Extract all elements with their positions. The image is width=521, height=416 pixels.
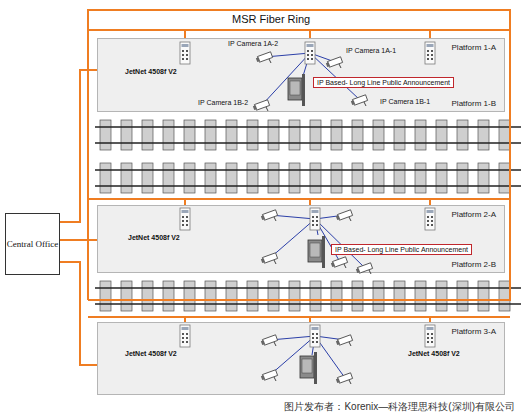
- sleeper: [436, 281, 447, 311]
- sleeper: [289, 281, 300, 311]
- sleeper: [415, 163, 426, 193]
- platform-band: Platform 1-A Platform 1-B IP Based- Long L…: [97, 38, 505, 112]
- sleeper: [268, 163, 279, 193]
- sleeper: [163, 281, 174, 311]
- camera-label: IP Camera 1A-2: [228, 40, 278, 47]
- railway-tracks: [95, 120, 521, 311]
- switch-label: JetNet 4508f V2: [408, 350, 460, 357]
- sleeper: [184, 120, 195, 150]
- sleeper: [226, 281, 237, 311]
- sleeper: [436, 163, 447, 193]
- sleeper: [205, 120, 216, 150]
- sleeper: [268, 120, 279, 150]
- sleeper: [289, 163, 300, 193]
- switch-label: JetNet 4508f V2: [125, 350, 177, 357]
- sleeper: [415, 120, 426, 150]
- camera-label: IP Camera 1B-1: [380, 98, 430, 105]
- sleeper: [247, 120, 258, 150]
- sleeper: [394, 120, 405, 150]
- central-office-box: Central Office: [5, 213, 60, 275]
- sleeper: [457, 281, 468, 311]
- sleeper: [289, 120, 300, 150]
- pa-speakers: [288, 74, 325, 384]
- sleeper: [268, 281, 279, 311]
- sleeper: [499, 120, 510, 150]
- sleeper: [310, 120, 321, 150]
- sleeper: [478, 120, 489, 150]
- rail: [95, 185, 521, 187]
- sleeper: [310, 281, 321, 311]
- sleeper: [331, 120, 342, 150]
- sleeper: [457, 163, 468, 193]
- ethernet-switches: [180, 42, 435, 347]
- sleeper: [478, 163, 489, 193]
- camera-label: IP Camera 1A-1: [346, 47, 396, 54]
- fiber-link: [60, 70, 97, 222]
- sleeper: [436, 120, 447, 150]
- sleeper: [100, 163, 111, 193]
- watermark: 图片发布者：Korenix—科洛理思科技(深圳)有限公司: [284, 400, 515, 414]
- sleeper: [163, 163, 174, 193]
- sleeper: [205, 163, 216, 193]
- sleeper: [184, 163, 195, 193]
- sleeper: [100, 281, 111, 311]
- sleeper: [121, 163, 132, 193]
- rail: [95, 126, 521, 128]
- sleeper: [121, 281, 132, 311]
- ip-cameras: [253, 52, 373, 384]
- sleeper: [478, 281, 489, 311]
- sleeper: [373, 281, 384, 311]
- sleeper: [352, 120, 363, 150]
- sleeper: [121, 120, 132, 150]
- sleeper: [415, 281, 426, 311]
- sleeper: [310, 163, 321, 193]
- rail: [95, 169, 521, 171]
- sleeper: [394, 163, 405, 193]
- platform-label: Platform 2-A: [452, 210, 496, 219]
- sleeper: [205, 281, 216, 311]
- sleeper: [352, 163, 363, 193]
- sleeper: [331, 163, 342, 193]
- sleeper: [184, 281, 195, 311]
- platform-label: Platform 1-B: [452, 99, 496, 108]
- node-text: IP Based- Long Line Public Announcement: [317, 79, 450, 86]
- sleeper: [499, 281, 510, 311]
- fiber-ring: [88, 10, 510, 325]
- sleeper: [247, 281, 258, 311]
- rail: [95, 303, 521, 305]
- sleeper: [142, 120, 153, 150]
- node-text: IP Based- Long Line Public Announcement: [335, 246, 468, 253]
- camera-label: IP Camera 1B-2: [198, 99, 248, 106]
- sleeper: [226, 120, 237, 150]
- switch-label: JetNet 4508f V2: [128, 234, 180, 241]
- sleeper: [100, 120, 111, 150]
- sleeper: [499, 163, 510, 193]
- switch-label: JetNet 4508f V2: [125, 68, 177, 75]
- platform-label: Platform 3-A: [452, 327, 496, 336]
- sleeper: [394, 281, 405, 311]
- announcement-box: IP Based- Long Line Public Announcement: [313, 77, 454, 88]
- sleeper: [163, 120, 174, 150]
- sleeper: [331, 281, 342, 311]
- sleeper: [226, 163, 237, 193]
- sleeper: [352, 281, 363, 311]
- sleeper: [373, 120, 384, 150]
- platform-label: Platform 2-B: [452, 260, 496, 269]
- rail: [95, 142, 521, 144]
- rail: [95, 287, 521, 289]
- announcement-box: IP Based- Long Line Public Announcement: [331, 244, 472, 255]
- ring-label: MSR Fiber Ring: [232, 13, 310, 25]
- sleeper: [247, 163, 258, 193]
- sleeper: [457, 120, 468, 150]
- sleeper: [373, 163, 384, 193]
- node-text: Central Office: [7, 239, 59, 249]
- sleeper: [142, 281, 153, 311]
- platform-label: Platform 1-A: [452, 43, 496, 52]
- fiber-link: [60, 239, 97, 241]
- fiber-link: [60, 262, 97, 365]
- sleeper: [142, 163, 153, 193]
